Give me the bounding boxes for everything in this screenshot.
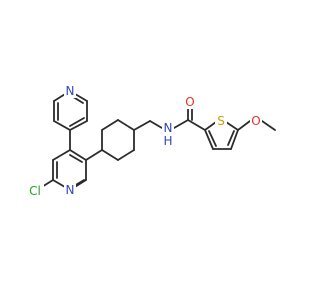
methoxy-bond xyxy=(237,120,251,131)
thiophene-link-bond xyxy=(187,119,206,131)
bond xyxy=(208,130,217,147)
bond xyxy=(52,149,71,161)
bond xyxy=(117,149,135,161)
thiophene-ring xyxy=(204,121,239,150)
amide-hydrogen-label: H xyxy=(163,134,172,148)
methyl-bond xyxy=(261,120,276,131)
atom-label-bg xyxy=(64,84,76,98)
bond xyxy=(69,154,83,163)
atom-label-bg xyxy=(64,183,76,197)
cyclohexane-ring xyxy=(101,119,135,161)
sulfur-label: S xyxy=(217,114,225,128)
bond xyxy=(225,121,239,131)
bond xyxy=(117,119,135,131)
chlorine-label: Cl xyxy=(29,184,41,198)
pyridine-top-nitrogen-label: N xyxy=(66,84,75,98)
methylene-to-n-bond xyxy=(149,120,163,129)
atom-label-bg xyxy=(162,121,174,145)
bond xyxy=(69,117,85,127)
bond xyxy=(227,130,235,146)
atom-label-bg xyxy=(215,114,227,128)
atom-label-bg xyxy=(26,184,44,198)
bond xyxy=(101,119,119,131)
bond xyxy=(204,121,217,131)
pyridine-ring-top xyxy=(53,90,88,131)
bond xyxy=(230,129,239,150)
carbonyl-oxygen-label: O xyxy=(185,95,194,109)
bond xyxy=(101,149,119,161)
molecule-diagram-canvas: N N Cl N H O S O xyxy=(26,84,276,198)
methylene-bond xyxy=(133,120,151,131)
bond xyxy=(53,120,71,131)
bond xyxy=(69,149,87,161)
atom-label-bg xyxy=(250,114,262,128)
bond xyxy=(69,120,88,131)
bond xyxy=(204,129,214,150)
amide-nitrogen-label: N xyxy=(164,121,173,135)
atom-label-bg xyxy=(184,95,196,109)
ring-link-bond xyxy=(85,149,103,161)
pyridine-core-nitrogen-label: N xyxy=(66,183,75,197)
molecule-structure: N N Cl N H O S O xyxy=(26,84,276,198)
methoxy-oxygen-label: O xyxy=(251,114,260,128)
amide-n-bond xyxy=(173,119,189,129)
